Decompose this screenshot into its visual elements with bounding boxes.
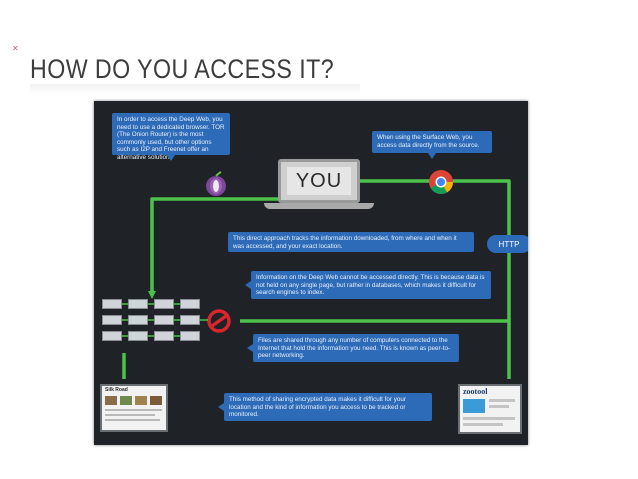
slide-bullet-icon: ✕	[12, 44, 19, 53]
site-thumbnail-title: zootool	[463, 387, 488, 396]
site-thumbnail-title: Silk Road	[105, 387, 128, 393]
deep-web-access-info: Information on the Deep Web cannot be ac…	[245, 271, 491, 299]
site-thumbnail-content	[105, 396, 162, 421]
connection-wires	[122, 179, 511, 379]
chrome-browser-icon	[429, 170, 453, 195]
tor-onion-icon	[206, 171, 226, 196]
server-icon	[154, 299, 174, 309]
title-reflection	[30, 84, 360, 94]
server-icon	[128, 315, 148, 325]
server-icon	[180, 299, 200, 309]
slide-title: HOW DO YOU ACCESS IT?	[30, 54, 335, 84]
server-icon	[102, 331, 122, 341]
surface-site-thumbnail: zootool	[458, 384, 522, 434]
wire-left-trunk	[150, 197, 215, 291]
laptop-base	[264, 203, 374, 209]
wire-arrow-left	[148, 291, 156, 299]
deep-web-site-thumbnail: Silk Road	[100, 384, 168, 432]
server-icon	[102, 299, 122, 309]
direct-approach-info: This direct approach tracks the informat…	[228, 232, 474, 252]
peer-to-peer-info: Files are shared through any number of c…	[247, 334, 459, 362]
deep-web-infographic: In order to access the Deep Web, you nee…	[94, 101, 528, 445]
http-badge: HTTP	[487, 235, 528, 253]
server-icon	[154, 315, 174, 325]
server-icon	[154, 331, 174, 341]
server-icon	[102, 315, 122, 325]
site-thumbnail-content	[463, 399, 515, 426]
laptop-you: YOU	[278, 159, 360, 203]
server-links	[122, 303, 208, 337]
encrypted-sharing-info: This method of sharing encrypted data ma…	[218, 393, 432, 421]
tor-browser-info: In order to access the Deep Web, you nee…	[112, 113, 230, 161]
server-icon	[128, 331, 148, 341]
server-icon	[180, 315, 200, 325]
wire-chrome-to-http	[360, 179, 511, 235]
surface-web-info: When using the Surface Web, you access d…	[372, 131, 492, 159]
no-entry-icon	[207, 309, 231, 333]
server-icon	[180, 331, 200, 341]
server-icon	[128, 299, 148, 309]
you-label: YOU	[287, 167, 351, 195]
